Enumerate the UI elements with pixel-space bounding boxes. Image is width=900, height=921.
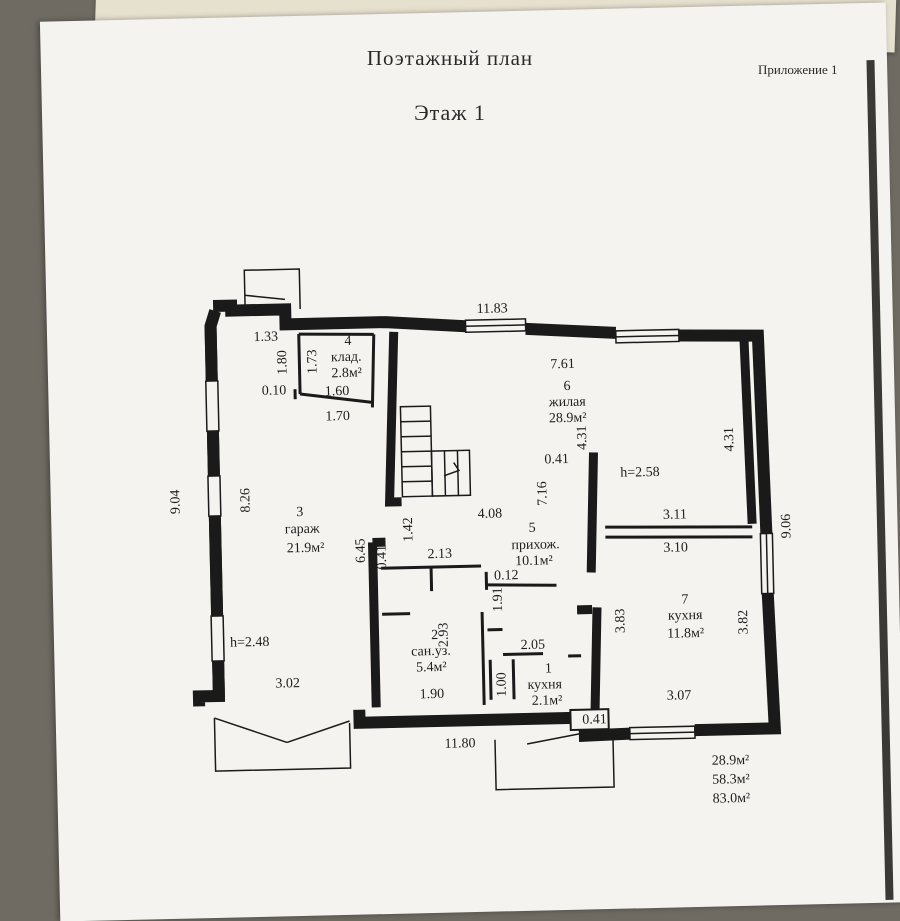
room-3-number: 3 — [296, 505, 303, 520]
dim-pantry-side-a: 1.80 — [275, 350, 291, 375]
dim-kitchen-bottom: 3.07 — [667, 688, 692, 704]
dim-right-total: 9.06 — [779, 514, 795, 539]
room-7-name: кухня — [668, 608, 703, 624]
room-6-number: 6 — [563, 379, 570, 394]
dim-garage-length: 8.26 — [238, 488, 254, 513]
dim-bath-top: 2.13 — [427, 547, 452, 563]
dim-pantry-top: 1.33 — [253, 330, 278, 346]
dim-wall-041-c: 0.41 — [582, 712, 607, 728]
dim-pantry-side-b: 1.73 — [305, 349, 321, 374]
dim-kitchenette-depth: 1.00 — [494, 672, 510, 697]
dim-bath-bottom: 1.90 — [420, 687, 445, 703]
room-6-name: жилая — [548, 395, 587, 411]
room-3-name: гараж — [285, 522, 321, 538]
dim-wall-041-a: 0.41 — [544, 452, 569, 468]
dim-living-depth-right: 4.31 — [722, 427, 738, 452]
dim-garage-width: 3.02 — [275, 676, 300, 692]
room-5-number: 5 — [529, 521, 536, 536]
dim-living-depth-left: 4.31 — [575, 425, 591, 450]
dim-wall-041-b: 0.41 — [375, 545, 391, 570]
dim-bottom-total: 11.80 — [444, 736, 475, 752]
room-1-number: 1 — [545, 661, 552, 676]
dim-kitchen-depth-right: 3.82 — [736, 610, 752, 635]
dim-hall-width: 4.08 — [477, 506, 502, 522]
room-5-area: 10.1м² — [515, 553, 553, 569]
room-1-name: кухня — [527, 677, 562, 693]
room-5-name: прихож. — [511, 537, 560, 553]
dim-pantry-width: 1.60 — [325, 384, 350, 400]
dim-kitchen-upper-a: 3.11 — [663, 507, 687, 523]
total-auxiliary-area: 58.3м² — [712, 772, 750, 788]
room-1-area: 2.1м² — [532, 693, 563, 709]
room-7-number: 7 — [681, 592, 688, 607]
dim-pantry-wall: 0.10 — [262, 383, 287, 399]
total-living-area: 28.9м² — [712, 753, 750, 769]
dim-kitchen-upper-b: 3.10 — [663, 540, 688, 556]
room-6-area: 28.9м² — [549, 411, 587, 427]
dim-bath-passage: 1.91 — [491, 587, 507, 612]
dim-kitchenette-width: 2.05 — [520, 638, 545, 654]
floor-plan: 4 клад. 2.8м² 6 жилая 28.9м² 3 гараж 21.… — [0, 0, 900, 900]
dim-garage-inner: 6.45 — [353, 538, 369, 563]
dim-top-total: 11.83 — [477, 301, 508, 317]
dim-hall-passage: 1.42 — [401, 517, 417, 542]
total-area: 83.0м² — [712, 791, 750, 807]
room-2-area: 5.4м² — [416, 660, 447, 676]
area-totals: 28.9м² 58.3м² 83.0м² — [712, 753, 751, 807]
dim-living-height: h=2.58 — [620, 465, 660, 481]
room-4-number: 4 — [344, 334, 351, 349]
room-7-area: 11.8м² — [667, 626, 704, 642]
dim-living-width: 7.61 — [550, 357, 575, 373]
stair-icon — [400, 405, 470, 497]
dim-kitchen-depth-left: 3.83 — [613, 608, 629, 633]
room-4-name: клад. — [331, 350, 362, 366]
dim-left-total: 9.04 — [168, 489, 184, 514]
dim-garage-height: h=2.48 — [230, 635, 270, 651]
floor-plan-drawing: 4 клад. 2.8м² 6 жилая 28.9м² 3 гараж 21.… — [163, 258, 800, 819]
room-4-area: 2.8м² — [331, 366, 362, 382]
dim-pantry-outer: 1.70 — [325, 409, 350, 425]
dim-hall-length: 7.16 — [535, 481, 551, 506]
dim-bath-wall: 0.12 — [494, 568, 519, 584]
room-3-area: 21.9м² — [287, 541, 325, 557]
dim-bath-depth: 2.93 — [436, 622, 452, 647]
